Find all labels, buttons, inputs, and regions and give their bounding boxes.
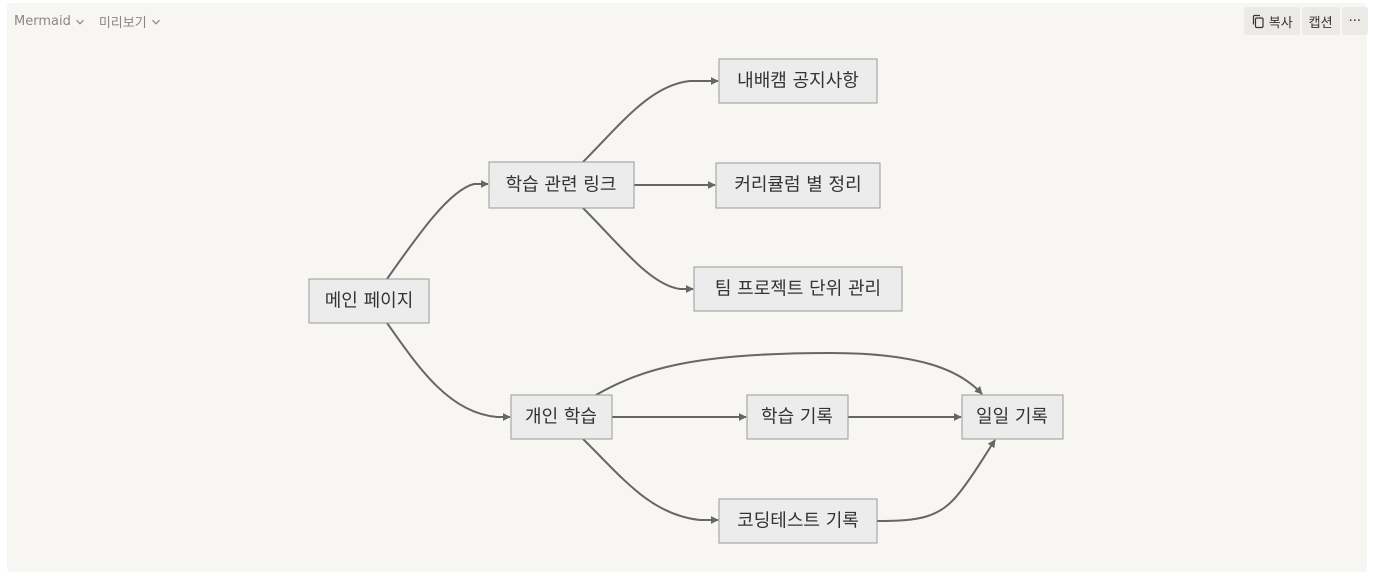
code-block-actions: 복사 캡션 ··· xyxy=(1243,7,1368,35)
language-label: Mermaid xyxy=(14,14,71,29)
node-main-page: 메인 페이지 xyxy=(308,278,430,324)
node-study-links: 학습 관련 링크 xyxy=(488,161,635,209)
edge-personal-to-daily-record xyxy=(595,351,983,396)
node-label: 내배캠 공지사항 xyxy=(737,71,859,92)
node-curriculum: 커리큘럼 별 정리 xyxy=(715,162,881,209)
node-study-record: 학습 기록 xyxy=(746,394,849,440)
node-daily-record: 일일 기록 xyxy=(961,394,1064,440)
edge-coding-test-to-daily-record xyxy=(876,439,996,522)
language-dropdown[interactable]: Mermaid xyxy=(14,14,85,29)
copy-label: 복사 xyxy=(1268,15,1293,31)
view-mode-label: 미리보기 xyxy=(98,16,147,31)
caption-label: 캡션 xyxy=(1308,15,1333,31)
edge-study-links-to-notice xyxy=(582,77,719,163)
node-coding-test: 코딩테스트 기록 xyxy=(718,498,878,544)
caption-button[interactable]: 캡션 xyxy=(1301,7,1340,35)
edge-personal-to-coding-test xyxy=(582,438,719,524)
edges xyxy=(386,77,996,524)
node-personal-study: 개인 학습 xyxy=(510,394,613,440)
copy-button[interactable]: 복사 xyxy=(1243,7,1300,35)
chevron-down-icon xyxy=(75,19,84,25)
node-label: 학습 기록 xyxy=(761,407,833,428)
node-label: 메인 페이지 xyxy=(325,291,414,312)
node-label: 개인 학습 xyxy=(525,407,597,428)
node-label: 일일 기록 xyxy=(976,407,1048,428)
more-icon: ··· xyxy=(1348,13,1361,29)
more-options-button[interactable]: ··· xyxy=(1341,7,1368,35)
node-team-project: 팀 프로젝트 단위 관리 xyxy=(693,266,903,312)
node-label: 팀 프로젝트 단위 관리 xyxy=(715,279,881,300)
copy-icon xyxy=(1252,14,1264,28)
node-label: 코딩테스트 기록 xyxy=(737,511,859,532)
edge-study-links-to-team-project xyxy=(582,207,694,293)
edge-main-to-study-links xyxy=(386,180,489,280)
node-label: 커리큘럼 별 정리 xyxy=(734,175,861,196)
node-label: 학습 관련 링크 xyxy=(506,175,617,196)
code-block-toolbar: Mermaid 미리보기 xyxy=(14,12,161,31)
node-notice: 내배캠 공지사항 xyxy=(718,58,878,104)
view-mode-dropdown[interactable]: 미리보기 xyxy=(99,12,161,31)
chevron-down-icon xyxy=(151,19,160,25)
edge-main-to-personal xyxy=(386,322,511,421)
